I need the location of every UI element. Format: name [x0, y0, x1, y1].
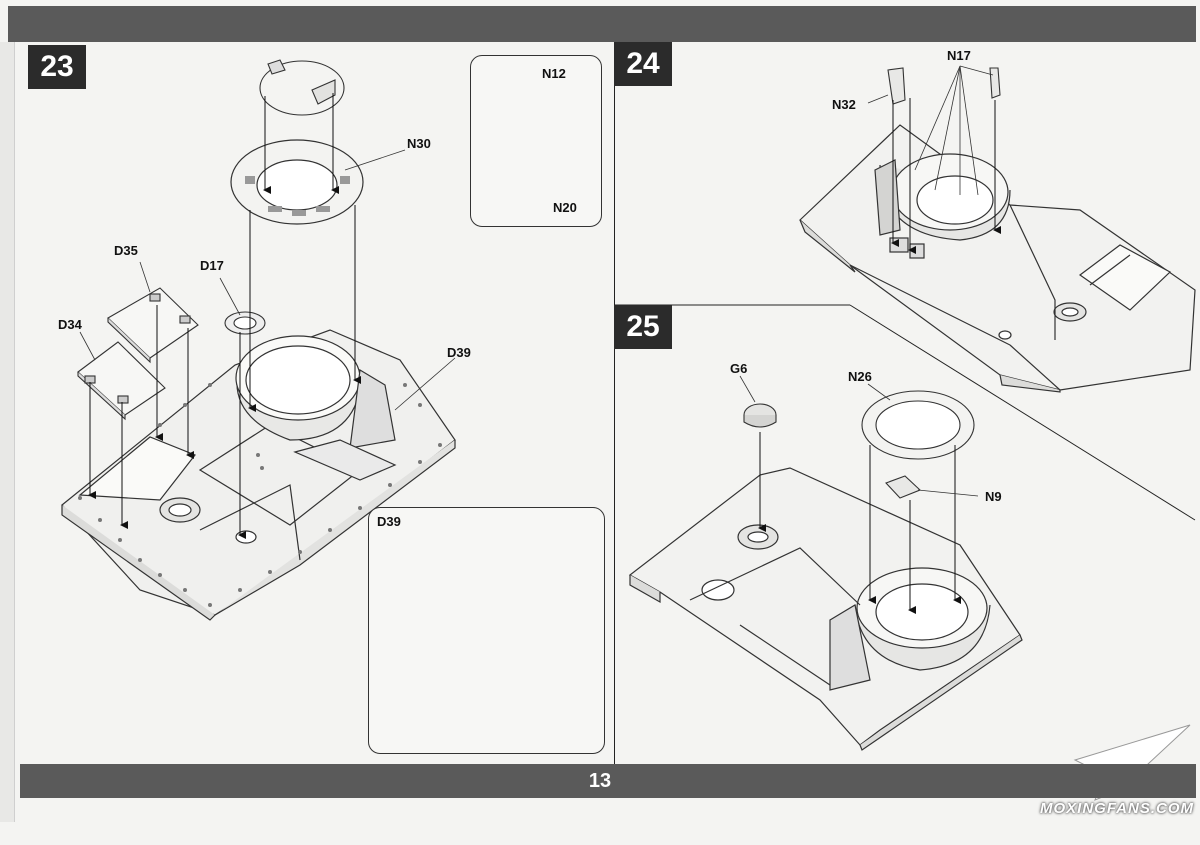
inset-n12-n20: [470, 55, 602, 227]
label-g6: G6: [730, 361, 748, 376]
step-divider: [614, 42, 615, 764]
step25-hull: [628, 467, 1023, 751]
step24-parts: [887, 67, 1001, 105]
top-header-bar: [8, 6, 1196, 42]
label-n20: N20: [553, 200, 577, 215]
inset-d39: [368, 507, 605, 754]
step25-parts: [743, 390, 975, 499]
part-d35: [107, 287, 199, 364]
part-n30: [230, 139, 364, 225]
part-turret-top: [259, 59, 345, 116]
inset-d39-title: D39: [377, 514, 401, 529]
step-23-badge: 23: [28, 45, 86, 89]
label-n32: N32: [832, 97, 856, 112]
label-d34: D34: [58, 317, 82, 332]
step-24-badge: 24: [614, 42, 672, 86]
step-25-badge: 25: [614, 305, 672, 349]
label-d17: D17: [200, 258, 224, 273]
page-number: 13: [588, 770, 612, 792]
label-d35: D35: [114, 243, 138, 258]
binding-edge: [0, 42, 15, 822]
part-d17: [224, 311, 266, 335]
watermark-text: MOXINGFANS.COM: [1040, 800, 1195, 817]
bottom-footer-bar: [20, 764, 1196, 798]
step23-hull-plate: [61, 329, 456, 621]
label-n30: N30: [407, 136, 431, 151]
label-n26: N26: [848, 369, 872, 384]
label-n12: N12: [542, 66, 566, 81]
label-n17: N17: [947, 48, 971, 63]
label-n9: N9: [985, 489, 1002, 504]
label-d39: D39: [447, 345, 471, 360]
step24-hull: [799, 124, 1196, 393]
